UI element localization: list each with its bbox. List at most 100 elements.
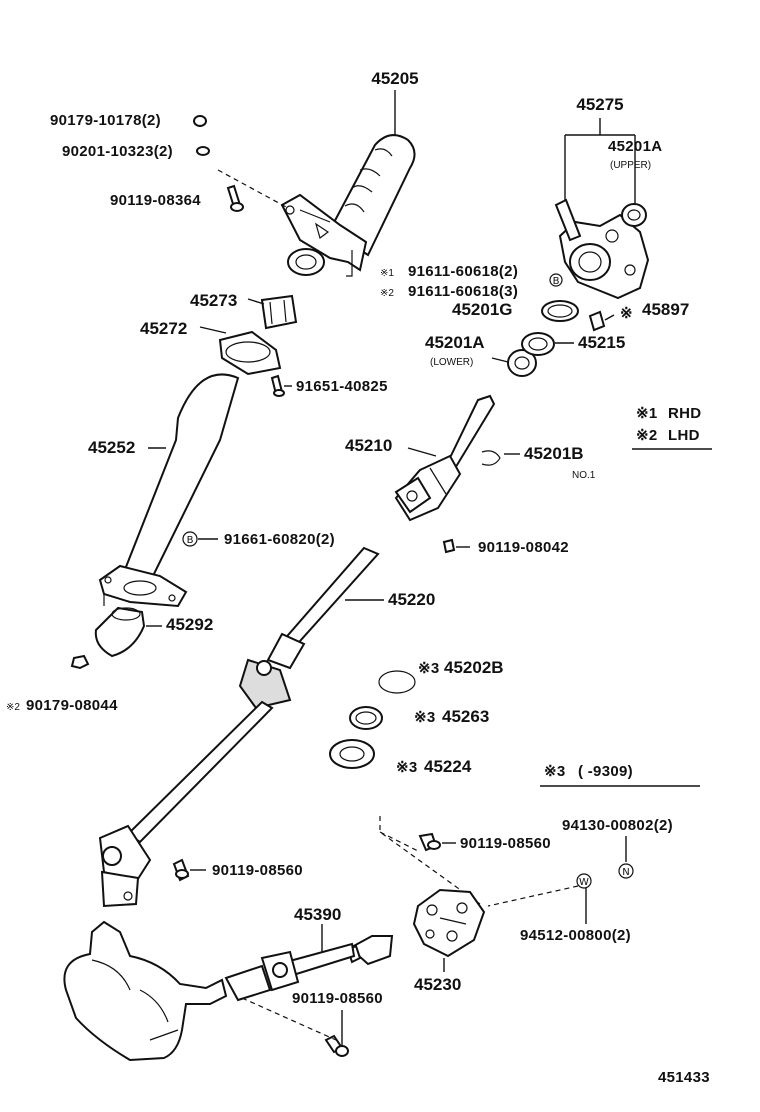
part-45275-housing [554,198,650,300]
label-45201A-upper: 45201A [608,138,662,155]
label-45201B: 45201B [524,444,584,463]
label-45275: 45275 [576,95,623,114]
label-90179-10178: 90179-10178(2) [50,112,161,129]
svg-text:B: B [187,535,194,546]
marker-45263: ※3 [414,709,436,726]
label-94130: 94130-00802(2) [562,817,673,834]
part-90119-08560-bolt-right [418,832,441,852]
label-lower-note: (LOWER) [430,357,473,368]
dash-washer-to-coupling [487,885,579,907]
label-45202B: 45202B [444,658,504,677]
part-45202B-ring [378,670,416,694]
label-91611-lhd: 91611-60618(3) [408,283,518,300]
part-90119-08042-bolt [442,538,456,554]
part-45201G-ring [541,300,579,322]
leader-45272 [199,326,227,334]
label-91661: 91661-60820(2) [224,531,335,548]
part-45390-lower-shaft [224,935,394,1002]
part-45220-intermediate-shaft [98,546,380,908]
part-45205-column-tube [280,134,416,277]
label-90119-08364: 90119-08364 [110,192,201,209]
part-45897-screw [588,310,606,332]
part-90179-08044-nut [70,654,90,670]
part-90119-08364-bolt [226,184,244,212]
label-90119-08560-b: 90119-08560 [212,862,303,879]
circle-W-marker: W [576,873,592,889]
leader-45273 [247,298,265,305]
part-90119-08560-bolt-yoke [172,858,190,882]
leader-45201A-lower [491,357,509,363]
label-90179-08044: 90179-08044 [26,697,118,714]
legend-period-text: ( -9309) [578,763,633,780]
part-45292-boot [94,606,146,658]
label-45272: 45272 [140,319,187,338]
part-45272-band [218,330,282,376]
label-90201-10323: 90201-10323(2) [62,143,173,160]
svg-text:B: B [553,276,560,287]
label-91611-rhd: 91611-60618(2) [408,263,518,280]
part-45224-seal [329,739,375,769]
part-45273-clamp [260,294,298,330]
leader-45897 [604,314,615,321]
marker-45202B: ※3 [418,660,440,677]
svg-text:W: W [579,877,589,888]
label-45292: 45292 [166,615,213,634]
label-90119-08560-c: 90119-08560 [292,990,383,1007]
part-45201A-lower-bearing [507,349,537,377]
legend-period-num: ※3 [544,763,566,780]
figure-id: 451433 [658,1069,710,1086]
marker-note1: ※1 [380,268,394,279]
part-45252-lower-tube [98,373,240,608]
label-45252: 45252 [88,438,135,457]
circle-N-marker: N [618,863,634,879]
legend-rhd-num: ※1 [636,405,658,422]
label-45210: 45210 [345,436,392,455]
label-45205: 45205 [371,69,418,88]
marker-note2: ※2 [380,288,394,299]
label-45263: 45263 [442,707,489,726]
label-45230: 45230 [414,975,461,994]
label-94512: 94512-00800(2) [520,927,631,944]
label-45220: 45220 [388,590,435,609]
legend-rhd-lhd: ※1 RHD ※2 LHD [632,405,712,450]
marker-45224: ※3 [396,759,418,776]
legend-rhd-text: RHD [668,405,701,422]
label-45390: 45390 [294,905,341,924]
marker-45897: ※ [620,305,633,322]
label-90119-08042: 90119-08042 [478,539,569,556]
label-45201G: 45201G [452,300,513,319]
part-steering-gear-housing [63,920,228,1062]
legend-lhd-text: LHD [668,427,700,444]
part-45263-bearing [349,706,383,730]
leader-45275 [564,118,636,212]
circle-B-marker-top: B [549,273,563,287]
dash-coupling-guide [379,816,481,905]
part-45210-upper-shaft [394,394,496,522]
part-45201B-snap-ring [481,450,501,466]
part-45230-coupling [412,888,486,958]
part-45215-seal [521,332,555,356]
circle-B-marker-91661: B [182,531,198,547]
leader-45210 [407,447,437,457]
marker-90179-08044: ※2 [6,702,20,713]
label-upper-note: (UPPER) [610,160,651,171]
dash-bottom-bolt [241,997,337,1041]
part-90201-10323-washer [196,146,210,156]
svg-text:N: N [622,867,629,878]
legend-period: ※3 ( -9309) [540,763,700,787]
part-45201A-upper-bearing [621,203,647,227]
label-45897: 45897 [642,300,689,319]
label-90119-08560-a: 90119-08560 [460,835,551,852]
label-45273: 45273 [190,291,237,310]
label-45215: 45215 [578,333,625,352]
dash-fastener-to-bracket [217,169,289,209]
part-91651-bolt [270,374,285,397]
part-90179-10178-nut [193,115,207,127]
legend-lhd-num: ※2 [636,427,658,444]
label-91651: 91651-40825 [296,378,388,395]
label-45224: 45224 [424,757,472,776]
label-no1-note: NO.1 [572,470,596,481]
label-45201A-lower: 45201A [425,333,485,352]
part-90119-08560-bolt-bottom [324,1034,349,1057]
